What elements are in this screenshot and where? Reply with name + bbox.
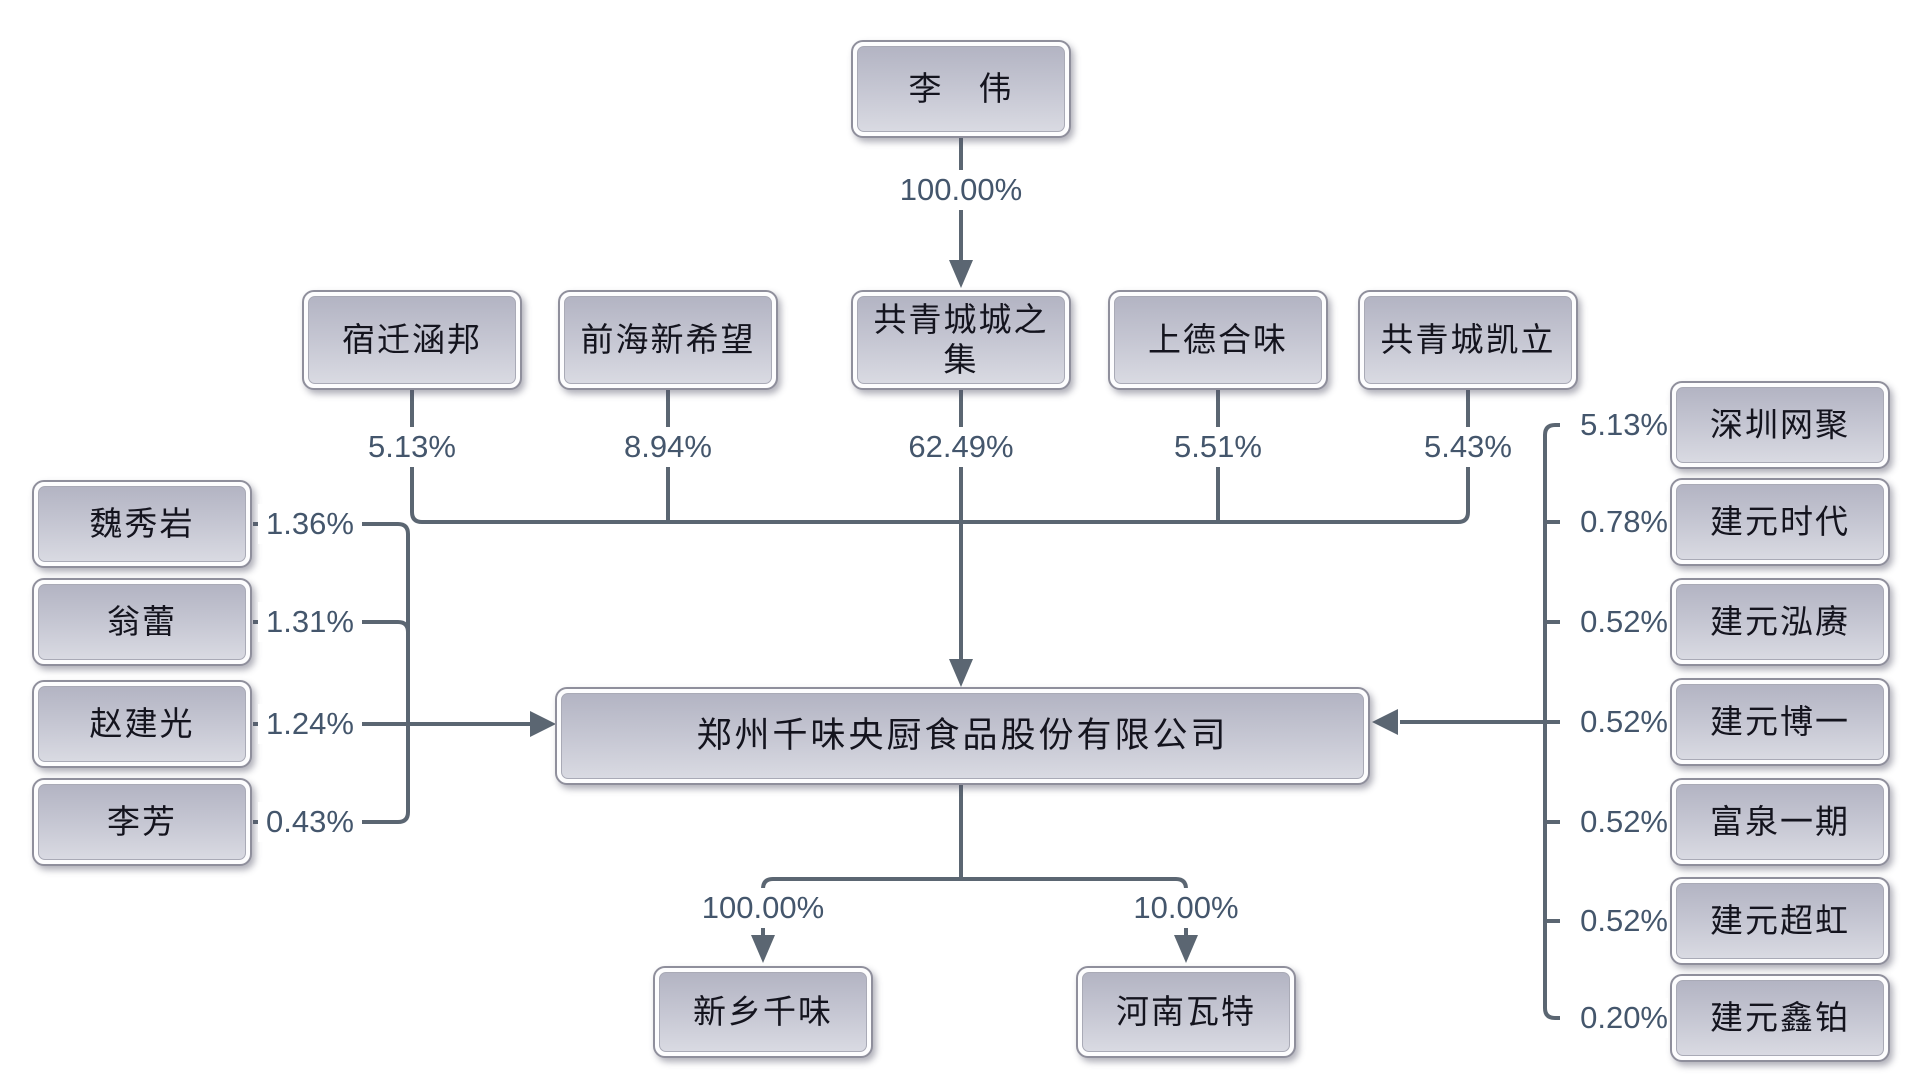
pct-li-wei: 100.00%	[899, 170, 1023, 210]
node-fuquan-yiqi-surface: 富泉一期	[1676, 784, 1884, 860]
node-weng-lei: 翁蕾	[32, 578, 252, 666]
node-qianhai-xinxiwang: 前海新希望	[558, 290, 778, 390]
node-jianyuan-honggeng-label: 建元泓赓	[1710, 603, 1850, 641]
node-jianyuan-xinbo: 建元鑫铂	[1670, 974, 1890, 1062]
pct-weng-lei: 1.31%	[258, 602, 362, 642]
pct-qianhai-xinxiwang: 8.94%	[624, 427, 712, 467]
pct-suqian-hanbang: 5.13%	[368, 427, 456, 467]
node-shenzhen-wangju-label: 深圳网聚	[1710, 406, 1850, 444]
node-li-wei-label: 李 伟	[908, 70, 1014, 108]
node-jianyuan-xinbo-label: 建元鑫铂	[1710, 999, 1850, 1037]
node-wei-xiuyan: 魏秀岩	[32, 480, 252, 568]
arrow-down-to-henan	[1174, 935, 1198, 963]
node-weng-lei-surface: 翁蕾	[38, 584, 246, 660]
node-gongqingcheng-chengzhiji: 共青城城之集	[851, 290, 1071, 390]
node-li-fang: 李芳	[32, 778, 252, 866]
pct-shenzhen-wangju: 5.13%	[1560, 405, 1668, 445]
arrow-down-to-gongqingcheng	[949, 260, 973, 288]
node-jianyuan-xinbo-surface: 建元鑫铂	[1676, 980, 1884, 1056]
pct-gongqingcheng-kaili: 5.43%	[1424, 427, 1512, 467]
pct-wei-xiuyan: 1.36%	[258, 504, 362, 544]
node-company-zhengzhou-qianwei: 郑州千味央厨食品股份有限公司	[555, 687, 1370, 785]
pct-jianyuan-boyi: 0.52%	[1560, 702, 1668, 742]
pct-xinxiang-qianwei: 100.00%	[701, 888, 825, 928]
node-xinxiang-qianwei: 新乡千味	[653, 966, 873, 1058]
node-gongqingcheng-chengzhiji-surface: 共青城城之集	[857, 296, 1065, 384]
arrow-right-to-company	[530, 711, 556, 737]
pct-jianyuan-shidai: 0.78%	[1560, 502, 1668, 542]
arrow-left-to-company	[1372, 709, 1398, 735]
node-suqian-hanbang-label: 宿迁涵邦	[342, 321, 482, 359]
node-jianyuan-honggeng-surface: 建元泓赓	[1676, 584, 1884, 660]
node-jianyuan-shidai-surface: 建元时代	[1676, 484, 1884, 560]
node-shenzhen-wangju-surface: 深圳网聚	[1676, 387, 1884, 463]
node-weng-lei-label: 翁蕾	[107, 603, 177, 641]
node-fuquan-yiqi-label: 富泉一期	[1710, 803, 1850, 841]
pct-jianyuan-xinbo: 0.20%	[1560, 998, 1668, 1038]
node-jianyuan-boyi: 建元博一	[1670, 678, 1890, 766]
node-gongqingcheng-kaili: 共青城凯立	[1358, 290, 1578, 390]
arrow-down-to-company	[949, 659, 973, 687]
node-wei-xiuyan-surface: 魏秀岩	[38, 486, 246, 562]
node-henan-wate: 河南瓦特	[1076, 966, 1296, 1058]
pct-jianyuan-chaohong: 0.52%	[1560, 901, 1668, 941]
pct-jianyuan-honggeng: 0.52%	[1560, 602, 1668, 642]
node-li-wei-surface: 李 伟	[857, 46, 1065, 132]
pct-gongqingcheng-chengzhiji: 62.49%	[908, 427, 1014, 467]
node-xinxiang-qianwei-label: 新乡千味	[693, 993, 833, 1031]
node-xinxiang-qianwei-surface: 新乡千味	[659, 972, 867, 1052]
node-fuquan-yiqi: 富泉一期	[1670, 778, 1890, 866]
node-shenzhen-wangju: 深圳网聚	[1670, 381, 1890, 469]
node-shangde-hewei-label: 上德合味	[1148, 321, 1288, 359]
node-jianyuan-shidai-label: 建元时代	[1710, 503, 1850, 541]
node-jianyuan-boyi-label: 建元博一	[1710, 703, 1850, 741]
node-company-surface: 郑州千味央厨食品股份有限公司	[561, 693, 1364, 779]
node-li-fang-label: 李芳	[107, 803, 177, 841]
node-jianyuan-chaohong-surface: 建元超虹	[1676, 883, 1884, 959]
node-jianyuan-chaohong: 建元超虹	[1670, 877, 1890, 965]
node-qianhai-xinxiwang-label: 前海新希望	[580, 321, 756, 359]
node-shangde-hewei-surface: 上德合味	[1114, 296, 1322, 384]
node-li-wei: 李 伟	[851, 40, 1071, 138]
pct-shangde-hewei: 5.51%	[1174, 427, 1262, 467]
pct-zhao-jianguang: 1.24%	[258, 704, 362, 744]
node-jianyuan-boyi-surface: 建元博一	[1676, 684, 1884, 760]
node-wei-xiuyan-label: 魏秀岩	[89, 505, 195, 543]
node-henan-wate-surface: 河南瓦特	[1082, 972, 1290, 1052]
node-gongqingcheng-kaili-label: 共青城凯立	[1380, 321, 1556, 359]
node-suqian-hanbang-surface: 宿迁涵邦	[308, 296, 516, 384]
node-jianyuan-shidai: 建元时代	[1670, 478, 1890, 566]
node-jianyuan-chaohong-label: 建元超虹	[1710, 902, 1850, 940]
node-gongqingcheng-chengzhiji-label: 共青城城之集	[873, 301, 1049, 378]
arrow-down-to-xinxiang	[751, 935, 775, 963]
node-company-label: 郑州千味央厨食品股份有限公司	[696, 716, 1229, 755]
node-suqian-hanbang: 宿迁涵邦	[302, 290, 522, 390]
node-jianyuan-honggeng: 建元泓赓	[1670, 578, 1890, 666]
node-zhao-jianguang: 赵建光	[32, 680, 252, 768]
pct-li-fang: 0.43%	[258, 802, 362, 842]
node-gongqingcheng-kaili-surface: 共青城凯立	[1364, 296, 1572, 384]
node-qianhai-xinxiwang-surface: 前海新希望	[564, 296, 772, 384]
node-zhao-jianguang-label: 赵建光	[89, 705, 195, 743]
pct-henan-wate: 10.00%	[1133, 888, 1239, 928]
pct-fuquan-yiqi: 0.52%	[1560, 802, 1668, 842]
node-zhao-jianguang-surface: 赵建光	[38, 686, 246, 762]
node-henan-wate-label: 河南瓦特	[1116, 993, 1256, 1031]
node-shangde-hewei: 上德合味	[1108, 290, 1328, 390]
node-li-fang-surface: 李芳	[38, 784, 246, 860]
arrow-heads	[530, 260, 1398, 963]
